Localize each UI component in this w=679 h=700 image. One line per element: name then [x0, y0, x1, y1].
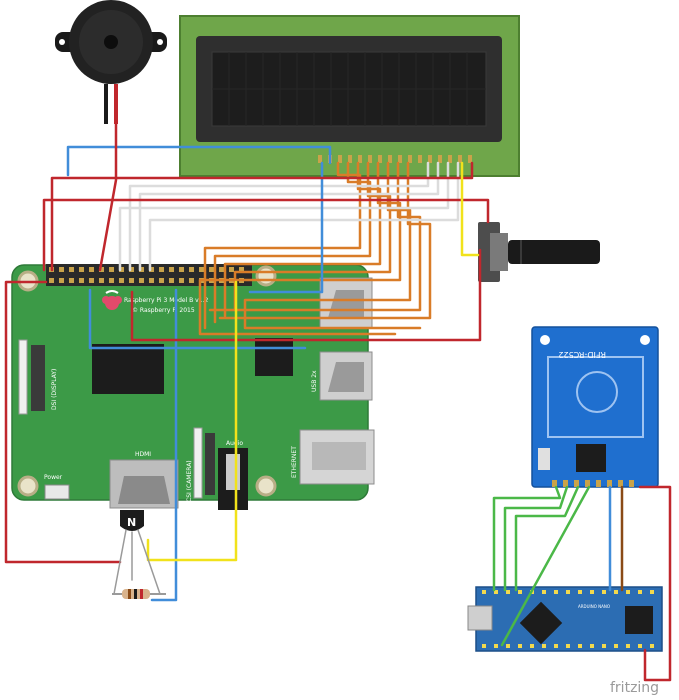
raspberry-logo-icon	[102, 290, 122, 310]
rfid-chip	[576, 444, 606, 472]
nano-label: ARDUINO NANO	[578, 604, 610, 609]
lcd-char-grid	[212, 52, 486, 126]
potentiometer	[478, 222, 600, 282]
ethernet-label: ETHERNET	[291, 446, 298, 478]
csi-label: CSI (CAMERA)	[186, 460, 193, 502]
transistor-marking: N	[127, 516, 136, 529]
wires-transistor	[113, 529, 161, 595]
fritzing-watermark: fritzing	[610, 680, 659, 696]
buzzer	[55, 0, 167, 124]
power-port	[44, 484, 70, 500]
audio-label: Audio	[226, 440, 243, 447]
rfid-module: RFID-RC522	[531, 326, 659, 488]
wires-green	[492, 485, 591, 647]
lcd-display	[179, 15, 520, 177]
wires-yellow	[146, 161, 480, 562]
raspberry-pi-board: Raspberry Pi 3 Model B v1.2 © Raspberry …	[11, 264, 375, 510]
resistor	[112, 589, 166, 599]
gpio-pins	[49, 267, 244, 283]
transistor: N	[120, 510, 144, 531]
wires-red	[4, 122, 672, 682]
power-label: Power	[44, 474, 63, 481]
ram-chip	[255, 338, 293, 376]
wires-blue	[66, 145, 612, 602]
csi-connector	[193, 427, 203, 499]
hdmi-label: HDMI	[135, 451, 151, 458]
usb-label: USB 2x	[311, 370, 318, 392]
dsi-connector	[18, 339, 28, 415]
soc-chip	[92, 344, 164, 394]
rfid-label: RFID-RC522	[558, 350, 606, 359]
pi-model-label: Raspberry Pi 3 Model B v1.2	[124, 297, 208, 304]
dsi-label: DSI (DISPLAY)	[51, 369, 58, 410]
pi-copyright-label: © Raspberry Pi 2015	[132, 307, 195, 314]
arduino-nano: ARDUINO NANO	[467, 586, 663, 652]
